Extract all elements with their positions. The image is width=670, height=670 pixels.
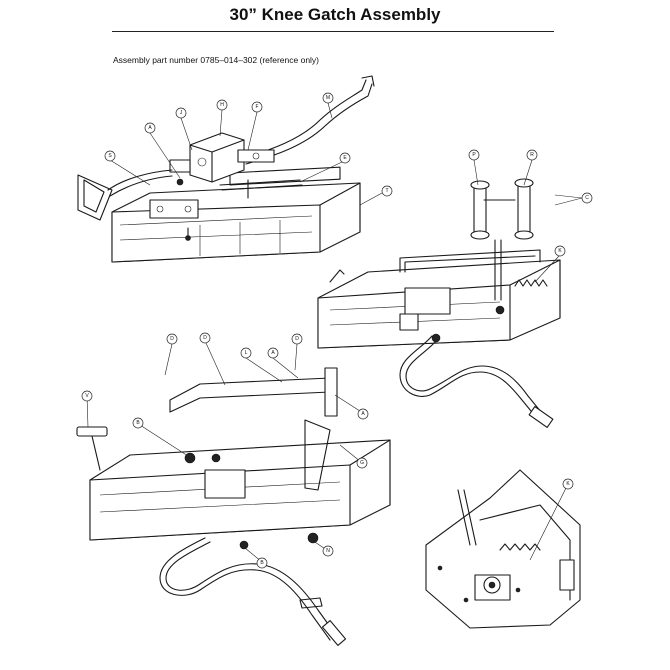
title-divider — [112, 31, 554, 32]
svg-text:N: N — [326, 548, 330, 554]
callout-g: G — [356, 457, 368, 469]
callout-a-right: A — [357, 408, 369, 420]
callout-j: J — [175, 107, 187, 119]
leader-lines — [86, 102, 583, 563]
svg-text:D: D — [295, 336, 299, 342]
svg-text:B: B — [260, 560, 264, 566]
callouts: A J H F M E S T P R C K D D L A D A V B … — [81, 92, 593, 569]
return-spring — [514, 279, 548, 287]
callout-l: L — [240, 347, 252, 359]
callout-k-top: K — [554, 245, 566, 257]
frame-tray-front — [111, 204, 321, 263]
actuator-lever — [237, 149, 275, 163]
callout-s: S — [104, 150, 116, 162]
detail-frame — [425, 469, 581, 629]
svg-text:L: L — [245, 350, 248, 356]
link-bar — [169, 377, 331, 413]
callout-k-detail: K — [562, 478, 574, 490]
callout-f: F — [251, 101, 263, 113]
callout-c: C — [581, 192, 593, 204]
svg-text:D: D — [203, 335, 207, 341]
hand-pump-handle — [77, 174, 113, 221]
detail-view — [425, 469, 581, 629]
svg-text:S: S — [108, 153, 112, 159]
svg-text:D: D — [170, 336, 174, 342]
svg-text:P: P — [472, 152, 476, 158]
callout-v: V — [81, 390, 93, 402]
callout-d-right: D — [291, 333, 303, 345]
callout-b-bottom: B — [256, 557, 268, 569]
svg-text:K: K — [558, 248, 562, 254]
bottom-left-assembly — [76, 367, 391, 646]
callout-p: P — [468, 149, 480, 161]
callout-d-mid: D — [199, 332, 211, 344]
svg-text:E: E — [343, 155, 347, 161]
callout-r: R — [526, 149, 538, 161]
svg-text:A: A — [361, 411, 365, 417]
callout-m: M — [322, 92, 334, 104]
svg-text:A: A — [271, 350, 275, 356]
svg-text:K: K — [566, 481, 570, 487]
cylinder-p — [473, 184, 487, 236]
top-left-assembly — [77, 75, 375, 263]
svg-text:R: R — [530, 152, 534, 158]
svg-text:G: G — [360, 460, 364, 466]
svg-text:J: J — [180, 110, 183, 116]
top-right-assembly — [317, 178, 561, 428]
callout-a-mid: A — [267, 347, 279, 359]
release-handle — [76, 426, 108, 437]
callout-n: N — [322, 545, 334, 557]
svg-text:M: M — [326, 95, 330, 101]
svg-text:A: A — [148, 125, 152, 131]
page-title: 30” Knee Gatch Assembly — [229, 5, 441, 24]
callout-a: A — [144, 122, 156, 134]
callout-e: E — [339, 152, 351, 164]
svg-text:T: T — [385, 188, 388, 194]
assembly-part-number: Assembly part number 0785–014–302 (refer… — [113, 55, 320, 65]
frame-front-lower — [89, 464, 351, 541]
svg-text:H: H — [220, 102, 224, 108]
svg-text:F: F — [255, 104, 258, 110]
svg-text:C: C — [585, 195, 589, 201]
svg-text:B: B — [136, 420, 140, 426]
svg-text:V: V — [85, 393, 89, 399]
cylinder-r — [517, 182, 531, 236]
callout-t: T — [381, 185, 393, 197]
callout-h: H — [216, 99, 228, 111]
callout-b-left: B — [132, 417, 144, 429]
callout-d-left: D — [166, 333, 178, 345]
